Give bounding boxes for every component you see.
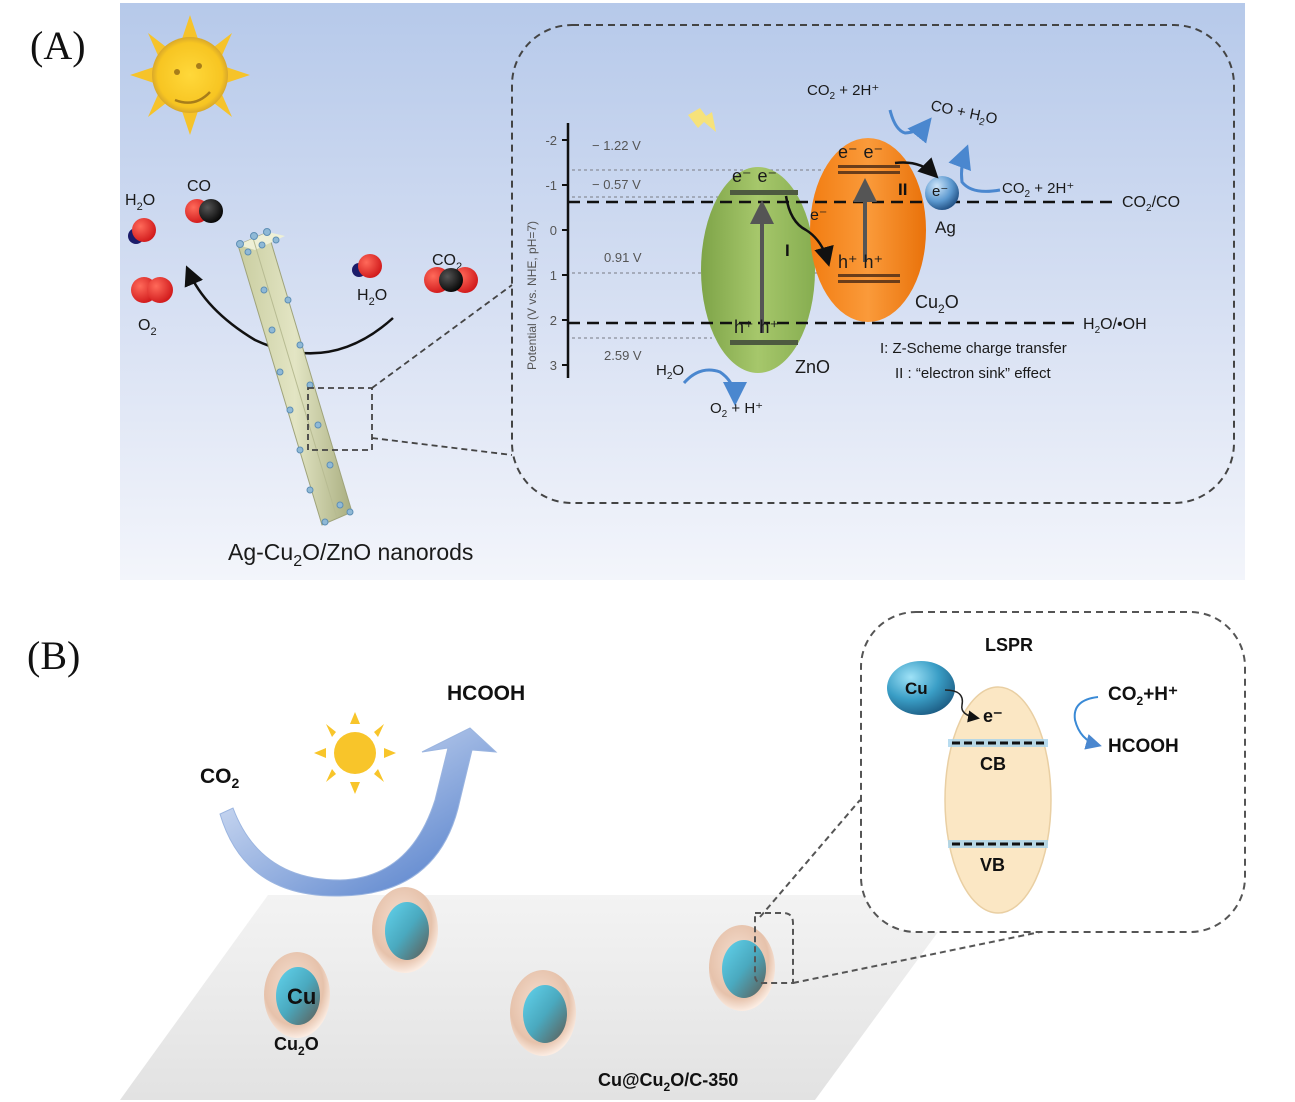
o2-h-product: O2 + H⁺ (710, 400, 763, 420)
axis-tick-label: -1 (545, 178, 557, 193)
zno-holes: h⁺h⁺ (734, 317, 779, 337)
o2-label: O2 (138, 317, 157, 338)
potential-axis-label: Potential (V vs. NHE, pH=7) (525, 221, 539, 370)
legend-electron-sink: II : “electron sink” effect (895, 365, 1051, 382)
h2o-oh-couple-label: H2O/•OH (1083, 316, 1147, 336)
potential-axis-ticks: -2 -1 0 1 2 3 (545, 133, 568, 373)
cu2o-valence-band-2 (838, 280, 900, 283)
co2-reactant-label: CO2 (200, 765, 240, 791)
potential-label-3: 0.91 V (604, 250, 642, 265)
lspr-inset-frame (860, 611, 1246, 933)
co-molecule (185, 199, 223, 223)
co2-reduction-arrow-top (888, 109, 932, 144)
zno-valence-band (730, 340, 798, 345)
band-diagram-inset-frame (511, 24, 1235, 504)
axis-tick-label: 1 (550, 268, 557, 283)
core-shell-particle (510, 970, 576, 1056)
co2-molecule (424, 267, 478, 293)
conversion-arrow (219, 727, 498, 897)
cu2o-shell-label: Cu2O (274, 1034, 319, 1058)
reaction-cycle-arrow (184, 265, 394, 355)
panel-a-background (120, 3, 1245, 580)
inset-reactant: CO2+H⁺ (1108, 684, 1178, 708)
vb-label: VB (980, 855, 1005, 875)
zoom-region-box (307, 387, 373, 451)
zno-label: ZnO (795, 357, 830, 377)
zno-particle (701, 167, 815, 373)
cb-label: CB (980, 754, 1006, 774)
co2-label: CO2 (432, 252, 462, 273)
nanorod (236, 228, 354, 526)
cu2o-label: Cu2O (915, 292, 959, 316)
callout-line-bottom (371, 437, 513, 456)
potential-label-2: − 0.57 V (592, 177, 641, 192)
material-label: Cu@Cu2O/C-350 (598, 1070, 738, 1094)
h2o-molecule-left (128, 218, 156, 244)
transfer-electron: e⁻ (810, 207, 827, 224)
h2o-oxidation-reactant: H2O (656, 362, 684, 382)
cu-core-label: Cu (287, 984, 316, 1009)
cu-nanoparticle (887, 661, 955, 715)
callout-line-b-top (759, 799, 861, 918)
co2-co-couple-label: CO2/CO (1122, 194, 1180, 214)
cb-glow (948, 739, 1048, 747)
water-oxidation-arrow (682, 368, 747, 406)
core-shell-particle (709, 925, 775, 1011)
reduction-arrow (1073, 696, 1102, 750)
potential-label-1: − 1.22 V (592, 138, 641, 153)
panel-b-label: (B) (27, 633, 81, 678)
axis-tick-label: 0 (550, 223, 557, 238)
core-shell-particle (372, 887, 438, 973)
smiling-sun-icon (130, 15, 250, 135)
callout-line-top (371, 284, 513, 389)
z-scheme-transfer-arrow (784, 195, 834, 267)
cu2o-conduction-band-2 (838, 171, 900, 174)
zno-conduction-band (730, 190, 798, 195)
ag-particle (925, 176, 959, 210)
co-label: CO (187, 178, 211, 195)
co2-reactant-top: CO2 + 2H⁺ (807, 82, 879, 102)
inset-cu-label: Cu (905, 679, 928, 698)
co2-reduction-arrow-right (948, 144, 1001, 193)
lspr-title: LSPR (985, 635, 1033, 655)
pathway-mark-ii: II (898, 180, 907, 199)
hcooh-product-label: HCOOH (447, 682, 525, 705)
h2o-molecule-right (352, 254, 382, 278)
axis-tick-label: 2 (550, 313, 557, 328)
cu2o-electrons: e⁻e⁻ (838, 142, 883, 162)
vb-glow (948, 840, 1048, 848)
legend-z-scheme: I: Z-Scheme charge transfer (880, 340, 1067, 357)
inset-product: HCOOH (1108, 736, 1179, 757)
pathway-mark-i: I (785, 241, 790, 260)
electron-sink-arrow (894, 157, 939, 179)
potential-label-4: 2.59 V (604, 348, 642, 363)
axis-tick-label: -2 (545, 133, 557, 148)
lightning-icon (688, 108, 716, 132)
cu2o-conduction-band-1 (838, 165, 900, 168)
cu2o-valence-band-1 (838, 274, 900, 277)
panel-a-label: (A) (30, 23, 86, 68)
sun-icon (314, 712, 396, 794)
co2-reactant-right: CO2 + 2H⁺ (1002, 180, 1074, 200)
o2-molecule (131, 277, 173, 303)
panel-a-caption: Ag-Cu2O/ZnO nanorods (228, 539, 473, 570)
inset-electron: e⁻ (983, 706, 1003, 726)
plasmon-electron-arrow (944, 689, 980, 723)
zno-electrons: e⁻e⁻ (732, 166, 777, 186)
core-shell-particle (264, 952, 330, 1038)
axis-tick-label: 3 (550, 358, 557, 373)
cu2o-holes: h⁺h⁺ (838, 252, 883, 272)
h2o-right-label: H2O (357, 287, 387, 308)
ag-electron: e⁻ (932, 183, 948, 200)
h2o-left-label: H2O (125, 192, 155, 213)
callout-line-b-bottom (792, 931, 1041, 984)
ag-label: Ag (935, 218, 956, 237)
